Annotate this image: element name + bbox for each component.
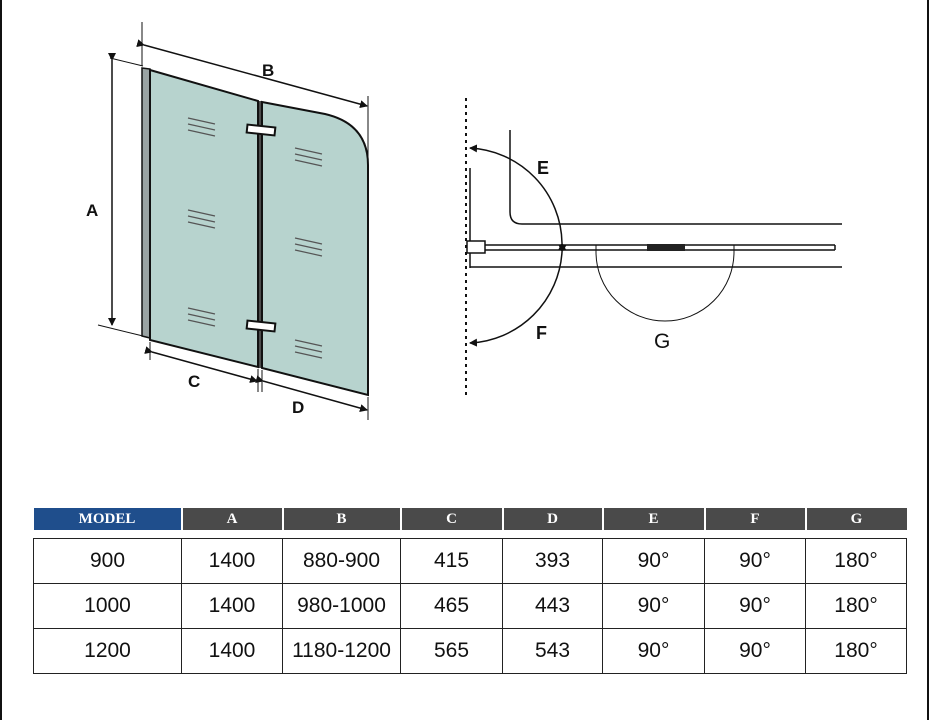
header-e: E <box>601 508 705 530</box>
cell-d: 543 <box>502 628 603 674</box>
wall-profile <box>141 67 151 339</box>
header-f: F <box>703 508 806 530</box>
cell-c: 415 <box>400 538 503 584</box>
hinge-bottom <box>245 319 277 333</box>
angle-label-f: F <box>536 323 547 343</box>
cell-e: 90° <box>602 583 705 629</box>
cell-g: 180° <box>805 583 907 629</box>
header-d: D <box>501 508 603 530</box>
cell-d: 443 <box>502 583 603 629</box>
cell-f: 90° <box>704 538 806 584</box>
header-g: G <box>804 508 907 530</box>
specification-table: MODEL A B C D E F G 900 1400 880-900 415… <box>33 508 907 674</box>
angle-label-g: G <box>654 330 670 353</box>
hinge-top <box>245 123 277 137</box>
table-row: 1200 1400 1180-1200 565 543 90° 90° 180° <box>33 628 907 674</box>
header-b: B <box>281 508 401 530</box>
cell-b: 1180-1200 <box>282 628 401 674</box>
header-model: MODEL <box>33 508 182 530</box>
cell-b: 980-1000 <box>282 583 401 629</box>
screen-hinge <box>647 244 685 251</box>
table-row: 1000 1400 980-1000 465 443 90° 90° 180° <box>33 583 907 629</box>
cell-a: 1400 <box>181 538 283 584</box>
cell-model: 1000 <box>33 583 182 629</box>
cell-e: 90° <box>602 628 705 674</box>
cell-a: 1400 <box>181 628 283 674</box>
cell-a: 1400 <box>181 583 283 629</box>
header-a: A <box>180 508 283 530</box>
dimension-label-c: C <box>188 372 200 391</box>
cell-f: 90° <box>704 583 806 629</box>
table-header-row: MODEL A B C D E F G <box>33 508 907 530</box>
angle-label-e: E <box>537 158 549 178</box>
plan-view: E F G <box>465 98 842 398</box>
dimension-label-b: B <box>262 61 274 80</box>
cell-g: 180° <box>805 538 907 584</box>
cell-b: 880-900 <box>282 538 401 584</box>
table-row: 900 1400 880-900 415 393 90° 90° 180° <box>33 538 907 584</box>
dimension-label-d: D <box>292 398 304 417</box>
cell-f: 90° <box>704 628 806 674</box>
cell-c: 465 <box>400 583 503 629</box>
glass-stripes <box>187 117 323 359</box>
glass-panel-left <box>149 68 259 369</box>
cell-model: 1200 <box>33 628 182 674</box>
wall-bracket <box>466 240 486 254</box>
cell-d: 393 <box>502 538 603 584</box>
dimension-label-a: A <box>86 201 98 220</box>
cell-c: 565 <box>400 628 503 674</box>
front-view: A B C D <box>86 22 369 420</box>
cell-g: 180° <box>805 628 907 674</box>
cell-e: 90° <box>602 538 705 584</box>
technical-diagram: A B C D E F <box>86 22 842 420</box>
cell-model: 900 <box>33 538 182 584</box>
bath-outline <box>509 130 842 225</box>
header-c: C <box>399 508 503 530</box>
